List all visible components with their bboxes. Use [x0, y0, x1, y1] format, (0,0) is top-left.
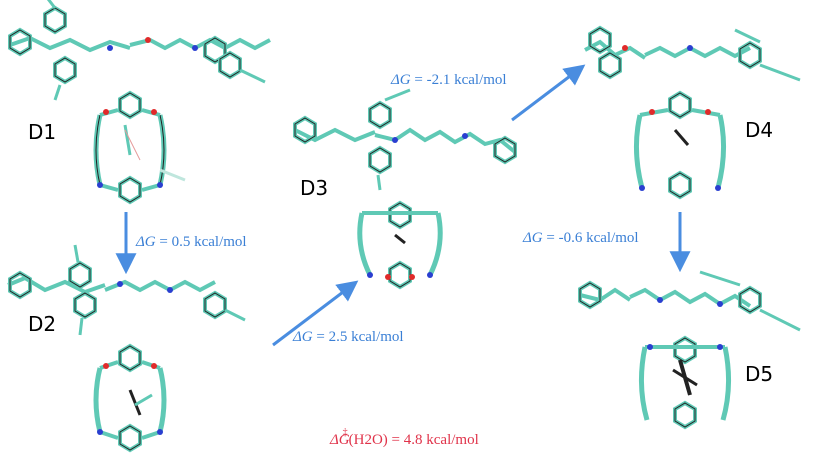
label-d3: D3: [300, 176, 329, 200]
label-d1: D1: [28, 120, 57, 144]
barrier-symbol: ΔG: [330, 432, 350, 448]
delta-g-value: = 0.5 kcal/mol: [155, 234, 247, 250]
barrier-value: = 4.8 kcal/mol: [387, 432, 479, 448]
label-d2: D2: [28, 312, 57, 336]
d1-cage-model: [93, 91, 186, 204]
delta-g-symbol: ΔG: [391, 72, 411, 88]
d3-chain-model: [293, 88, 517, 191]
delta-g-symbol: ΔG: [523, 230, 543, 246]
delta-g-value: = -2.1 kcal/mol: [410, 72, 507, 88]
d2-cage-model: [93, 344, 167, 452]
d2-chain-model: [7, 244, 246, 336]
d4-cage-model: [633, 91, 727, 199]
d5-cage-model: [638, 336, 732, 429]
delta-g-d4-d5: ΔG = -0.6 kcal/mol: [523, 230, 639, 247]
delta-g-symbol: ΔG: [136, 234, 156, 250]
d5-chain-model: [578, 270, 801, 332]
label-d4: D4: [745, 118, 774, 142]
delta-g-value: = 2.5 kcal/mol: [312, 329, 404, 345]
arrow-d3-to-d4: [511, 64, 586, 122]
d3-cage-model: [357, 201, 443, 289]
delta-g-d2-d3: ΔG = 2.5 kcal/mol: [293, 329, 404, 346]
d1-chain-model: [8, 0, 271, 101]
arrow-d2-to-d3: [272, 280, 359, 347]
delta-g-value: = -0.6 kcal/mol: [542, 230, 639, 246]
delta-g-d3-d4: ΔG = -2.1 kcal/mol: [391, 72, 507, 89]
d4-chain-model: [584, 26, 801, 82]
barrier-condition: (H2O): [348, 432, 388, 448]
delta-g-d1-d2: ΔG = 0.5 kcal/mol: [136, 234, 247, 251]
delta-g-symbol: ΔG: [293, 329, 313, 345]
barrier-energy: ΔG‡(H2O) = 4.8 kcal/mol: [330, 427, 479, 449]
double-dagger: ‡: [342, 427, 348, 438]
label-d5: D5: [745, 362, 774, 386]
